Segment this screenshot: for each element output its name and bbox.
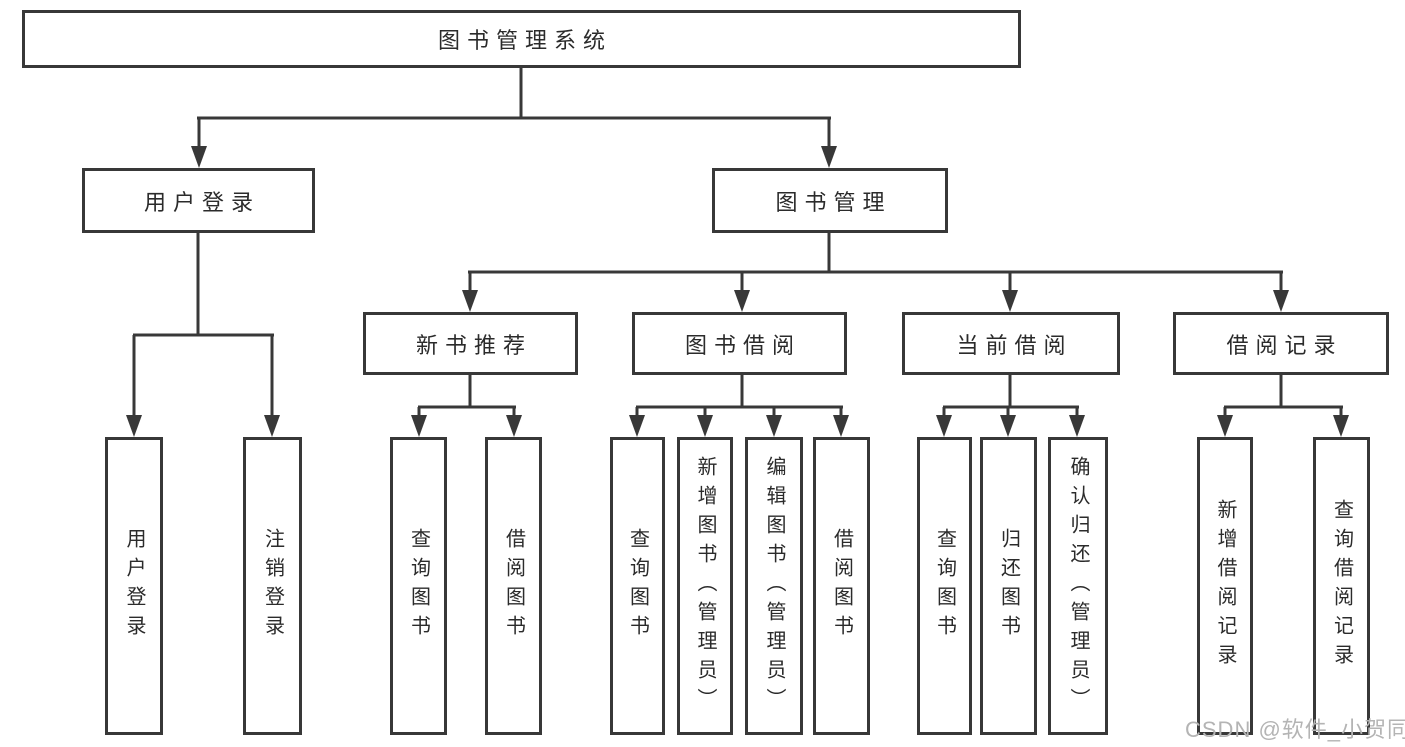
connector-line [839, 407, 843, 419]
leaf-borrow-books-recommend: 借阅图书 [485, 437, 542, 735]
leaf-query-borrow-record: 查询借阅记录 [1313, 437, 1370, 735]
connector-line [772, 407, 776, 419]
connector-line [1008, 375, 1012, 407]
leaf-confirm-return-admin: 确认归还（管理员） [1048, 437, 1108, 735]
connector-line [636, 405, 843, 409]
arrow-down-icon [506, 415, 522, 437]
connector-line [197, 118, 201, 150]
node-new-book-recommend: 新书推荐 [363, 312, 578, 375]
arrow-down-icon [411, 415, 427, 437]
connector-line [468, 272, 472, 294]
connector-line [1224, 405, 1343, 409]
connector-line [1075, 407, 1079, 419]
connector-line [1279, 375, 1283, 407]
arrow-down-icon [1000, 415, 1016, 437]
connector-line [703, 407, 707, 419]
connector-line [512, 407, 516, 419]
connector-line [468, 270, 1283, 274]
arrow-down-icon [1069, 415, 1085, 437]
leaf-borrow-books: 借阅图书 [813, 437, 870, 735]
leaf-return-books: 归还图书 [980, 437, 1037, 735]
leaf-query-books-borrowing: 查询图书 [610, 437, 665, 735]
connector-line [740, 375, 744, 407]
arrow-down-icon [821, 146, 837, 168]
connector-line [270, 335, 274, 417]
connector-line [635, 407, 639, 419]
arrow-down-icon [191, 146, 207, 168]
connector-line [943, 405, 1079, 409]
connector-line [417, 407, 421, 419]
connector-line [132, 335, 136, 417]
connector-line [1279, 272, 1283, 294]
node-user-login: 用户登录 [82, 168, 315, 233]
leaf-query-books-recommend: 查询图书 [390, 437, 447, 735]
arrow-down-icon [936, 415, 952, 437]
arrow-down-icon [697, 415, 713, 437]
node-book-borrowing: 图书借阅 [632, 312, 847, 375]
arrow-down-icon [462, 290, 478, 312]
connector-line [1339, 407, 1343, 419]
arrow-down-icon [629, 415, 645, 437]
node-current-borrowing: 当前借阅 [902, 312, 1120, 375]
arrow-down-icon [264, 415, 280, 437]
leaf-user-login: 用户登录 [105, 437, 163, 735]
leaf-add-books-admin: 新增图书（管理员） [677, 437, 733, 735]
arrow-down-icon [1333, 415, 1349, 437]
node-root-system: 图书管理系统 [22, 10, 1021, 68]
leaf-query-books-current: 查询图书 [917, 437, 972, 735]
connector-line [1006, 407, 1010, 419]
connector-line [942, 407, 946, 419]
connector-line [1008, 272, 1012, 294]
connector-line [133, 333, 274, 337]
connector-line [418, 405, 516, 409]
connector-line [197, 116, 831, 120]
leaf-add-borrow-record: 新增借阅记录 [1197, 437, 1253, 735]
leaf-edit-books-admin: 编辑图书（管理员） [745, 437, 803, 735]
connector-line [196, 233, 200, 335]
csdn-watermark: CSDN @软件_小贺同学 [1185, 717, 1405, 742]
connector-line [827, 118, 831, 150]
arrow-down-icon [1273, 290, 1289, 312]
arrow-down-icon [1002, 290, 1018, 312]
connector-line [1223, 407, 1227, 419]
connector-line [468, 375, 472, 407]
arrow-down-icon [126, 415, 142, 437]
connector-line [519, 68, 523, 118]
connector-line [740, 272, 744, 294]
leaf-logout: 注销登录 [243, 437, 302, 735]
arrow-down-icon [734, 290, 750, 312]
connector-line [827, 233, 831, 272]
node-borrowing-records: 借阅记录 [1173, 312, 1389, 375]
arrow-down-icon [1217, 415, 1233, 437]
arrow-down-icon [833, 415, 849, 437]
node-book-management: 图书管理 [712, 168, 948, 233]
arrow-down-icon [766, 415, 782, 437]
